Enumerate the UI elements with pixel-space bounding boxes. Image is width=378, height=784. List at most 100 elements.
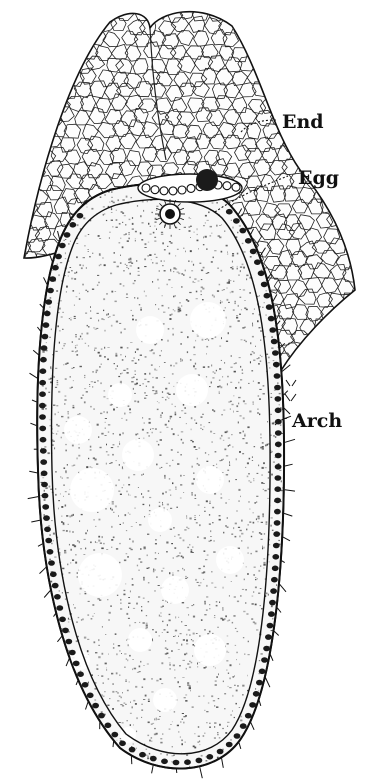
stipple-dot — [51, 543, 53, 544]
stipple-dot — [172, 573, 173, 574]
endosperm-cell — [4, 119, 21, 135]
stipple-dot — [261, 708, 263, 709]
stipple-dot — [136, 383, 138, 385]
stipple-dot — [92, 616, 93, 617]
wall-cell — [274, 385, 281, 391]
stipple-dot — [205, 452, 206, 454]
stipple-dot — [111, 447, 113, 448]
stipple-dot — [137, 205, 138, 206]
stipple-dot — [279, 735, 281, 736]
stipple-dot — [196, 633, 198, 634]
stipple-dot — [232, 710, 233, 712]
stipple-dot — [63, 364, 64, 365]
stipple-dot — [248, 729, 250, 731]
stipple-dot — [182, 713, 184, 714]
stipple-dot — [232, 622, 233, 624]
stipple-dot — [150, 350, 152, 352]
stipple-dot — [151, 678, 152, 679]
stipple-dot — [263, 564, 265, 566]
stipple-dot — [163, 312, 165, 313]
wall-hair — [152, 766, 154, 774]
stipple-dot — [61, 416, 63, 417]
stipple-dot — [231, 355, 232, 356]
stipple-dot — [251, 739, 252, 741]
stipple-dot — [156, 263, 158, 265]
stipple-dot — [87, 639, 89, 640]
stipple-dot — [56, 424, 58, 426]
wall-cell — [253, 691, 260, 697]
stipple-dot — [133, 744, 134, 745]
endosperm-cell — [335, 358, 353, 373]
stipple-dot — [246, 442, 248, 444]
stipple-dot — [80, 366, 82, 367]
stipple-dot — [128, 262, 130, 263]
stipple-dot — [116, 691, 118, 692]
stipple-dot — [227, 254, 228, 255]
stipple-dot — [145, 695, 147, 697]
stipple-dot — [70, 730, 72, 732]
stipple-dot — [169, 383, 170, 385]
stipple-dot — [248, 473, 249, 475]
stipple-dot — [171, 428, 173, 429]
stipple-dot — [252, 460, 253, 461]
endosperm-cell — [23, 19, 39, 36]
stipple-dot — [249, 411, 251, 413]
stipple-dot — [135, 351, 136, 353]
stipple-dot — [177, 725, 179, 727]
stipple-dot — [202, 339, 204, 341]
stipple-dot — [214, 250, 216, 251]
stipple-dot — [253, 403, 254, 405]
stipple-dot — [242, 327, 244, 328]
stipple-dot — [238, 500, 240, 502]
stipple-dot — [158, 553, 159, 554]
stipple-dot — [132, 229, 134, 230]
stipple-dot — [110, 745, 112, 747]
stipple-dot — [175, 630, 177, 632]
stipple-dot — [243, 252, 245, 253]
stipple-dot — [94, 641, 96, 643]
stipple-dot — [166, 427, 168, 428]
wall-cell — [239, 228, 246, 234]
stipple-dot — [180, 633, 182, 634]
stipple-dot — [162, 621, 164, 622]
stipple-dot — [217, 268, 219, 269]
stipple-dot — [78, 617, 80, 618]
wall-cell — [42, 493, 49, 499]
stipple-dot — [119, 650, 120, 652]
stipple-dot — [263, 568, 264, 569]
stipple-dot — [135, 240, 136, 241]
stipple-dot — [254, 574, 255, 576]
stipple-dot — [51, 520, 52, 521]
stipple-dot — [63, 240, 65, 241]
endosperm-cell — [276, 72, 292, 88]
wall-cell — [265, 634, 272, 640]
stipple-dot — [110, 508, 111, 510]
stipple-dot — [57, 740, 59, 742]
stipple-dot — [120, 704, 122, 705]
stipple-dot — [187, 577, 188, 578]
stipple-dot — [79, 413, 81, 414]
stipple-dot — [49, 337, 51, 338]
endosperm-cell — [0, 18, 7, 33]
stipple-dot — [283, 641, 285, 643]
stipple-dot — [147, 757, 149, 759]
wall-cell — [226, 742, 233, 748]
stipple-dot — [47, 748, 49, 749]
stipple-dot — [160, 753, 162, 754]
stipple-dot — [48, 392, 50, 393]
stipple-dot — [119, 443, 120, 444]
stipple-dot — [218, 764, 220, 765]
stipple-dot — [186, 653, 187, 655]
stipple-dot — [268, 362, 270, 363]
stipple-dot — [170, 271, 171, 272]
stipple-dot — [97, 665, 99, 666]
stipple-dot — [105, 427, 106, 429]
stipple-dot — [84, 637, 86, 639]
stipple-dot — [200, 428, 201, 429]
stipple-dot — [151, 364, 153, 365]
stipple-dot — [45, 388, 47, 390]
stipple-dot — [275, 685, 277, 687]
stipple-dot — [41, 546, 42, 547]
endosperm-cell — [1, 266, 17, 282]
stipple-dot — [209, 631, 211, 633]
